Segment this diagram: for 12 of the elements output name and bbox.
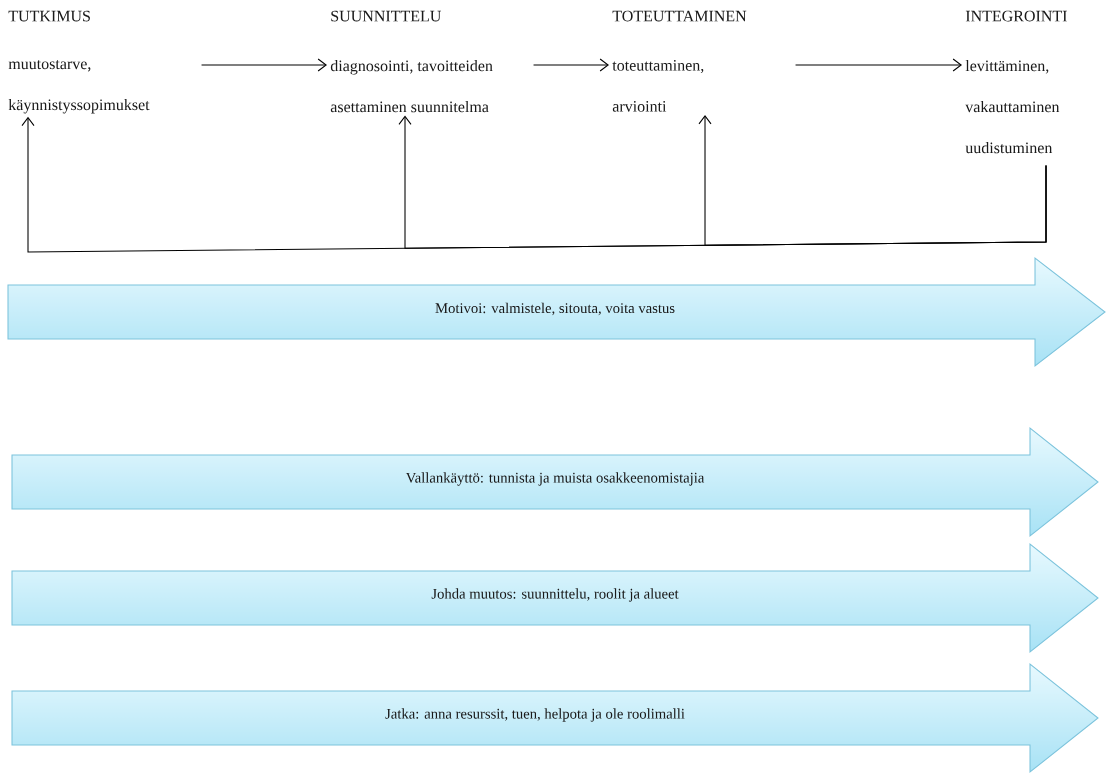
stage-text: TOTEUTTAMINEN toteuttaminen, arviointi <box>612 10 747 112</box>
step-band: Motivoi: valmistele, sitouta, voita vastus <box>7 256 1106 368</box>
arrow <box>201 58 327 72</box>
step-band: Jatka: anna resurssit, tuen, helpota ja ole roolimalli <box>11 662 1099 774</box>
step-band: Vallankäyttö: tunnista ja muista osakkeenomistajia <box>11 426 1099 538</box>
feedback-arrow <box>698 115 1047 246</box>
arrow <box>795 58 962 72</box>
stage-text: TUTKIMUS muutostarve, käynnistyssopimukset <box>8 10 150 114</box>
step-band: Johda muutos: suunnittelu, roolit ja alueet <box>11 542 1099 654</box>
stage-text: INTEGROINTI levittäminen, vakauttaminen uudistuminen <box>965 10 1067 154</box>
stage-text: SUUNNITTELU diagnosointi, tavoitteiden asettaminen suunnitelma <box>330 10 493 113</box>
arrow <box>533 58 609 72</box>
